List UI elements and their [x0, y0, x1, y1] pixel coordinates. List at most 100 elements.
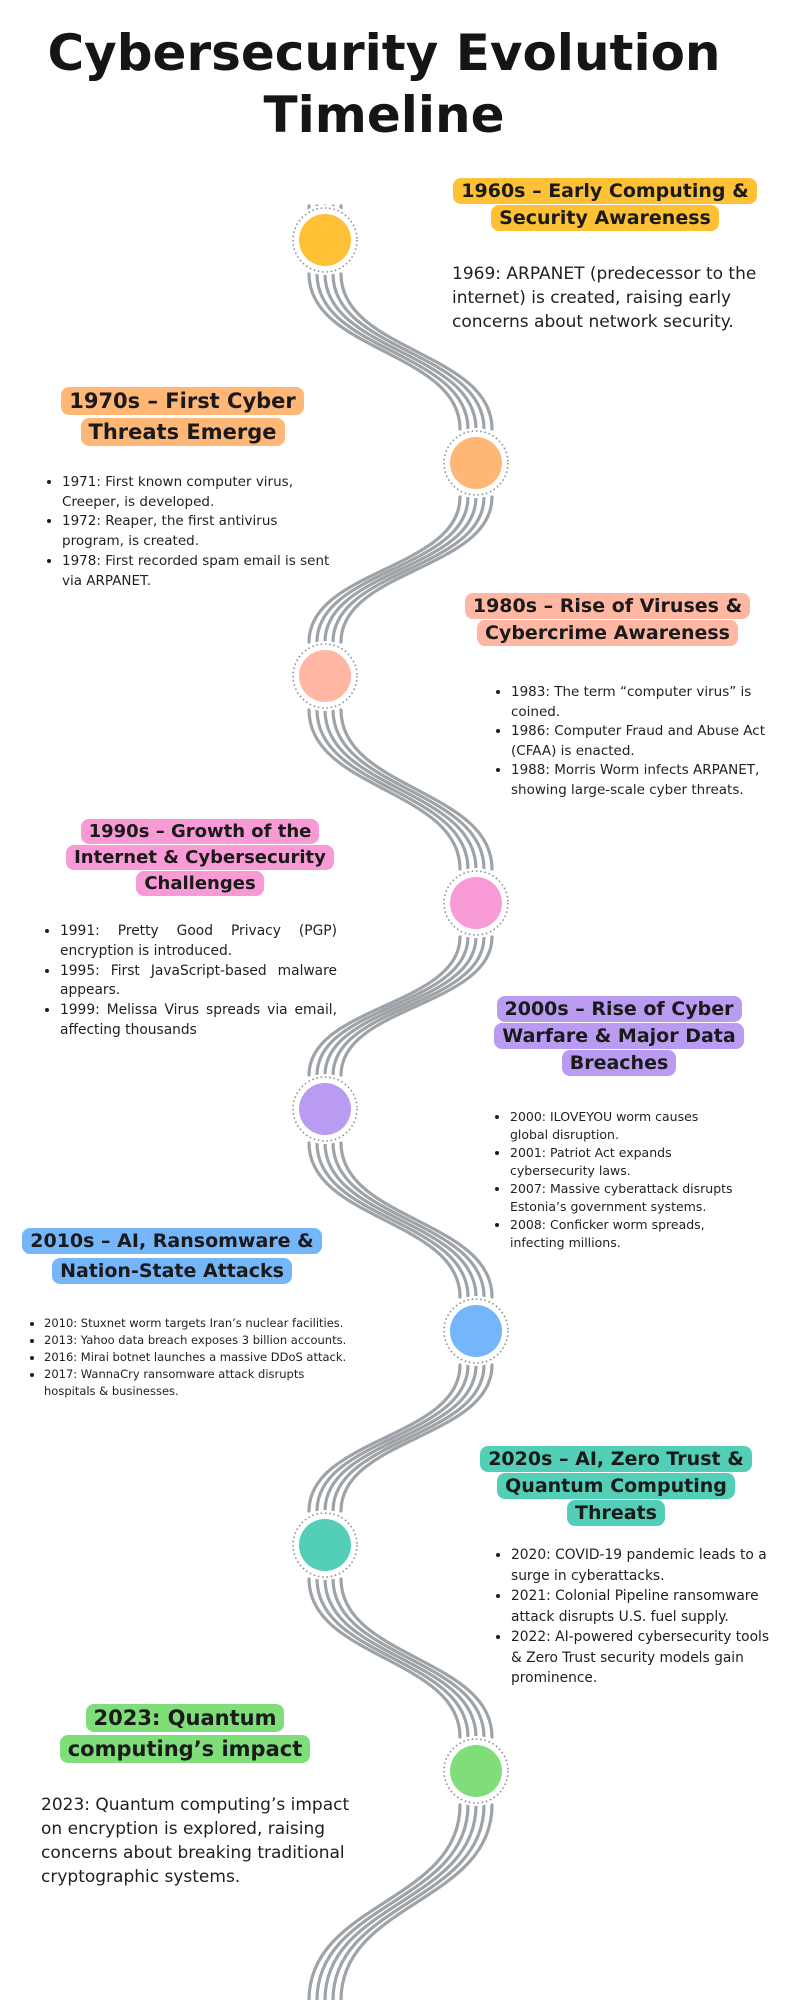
- wave-line: [339, 1363, 494, 1513]
- wave-line: [315, 1803, 470, 2000]
- event-item: 1999: Melissa Virus spreads via email, a…: [60, 1001, 337, 1041]
- event-item: 2016: Mirai botnet launches a massive DD…: [44, 1349, 354, 1366]
- timeline-node: [299, 650, 351, 702]
- events-1990s: 1991: Pretty Good Privacy (PGP) encrypti…: [40, 922, 337, 1041]
- paragraph-1960s: 1969: ARPANET (predecessor to the intern…: [452, 264, 757, 332]
- wave-line: [323, 272, 478, 431]
- event-item: 2021: Colonial Pipeline ransomware attac…: [511, 1586, 781, 1627]
- timeline-node-ring: [443, 430, 509, 496]
- wave-line: [331, 495, 486, 644]
- page-title-line-2: Timeline: [263, 86, 505, 144]
- event-item: 1983: The term “computer virus” is coine…: [511, 683, 781, 722]
- wave-line: [307, 272, 462, 431]
- heading-1970s-label: 1970s – First Cyber Threats Emerge: [61, 387, 304, 446]
- event-item: 1986: Computer Fraud and Abuse Act (CFAA…: [511, 722, 781, 761]
- event-item: 2010: Stuxnet worm targets Iran’s nuclea…: [44, 1315, 354, 1332]
- wave-line: [323, 1577, 478, 1739]
- event-item: 2007: Massive cyberattack disrupts Eston…: [510, 1180, 740, 1216]
- timeline-node: [450, 1745, 502, 1797]
- wave-line: [323, 1803, 478, 2000]
- wave-line: [331, 1577, 486, 1739]
- event-item: 2000: ILOVEYOU worm causes global disrup…: [510, 1108, 740, 1144]
- heading-2010s: 2010s – AI, Ransomware & Nation-State At…: [12, 1226, 332, 1286]
- event-item: 2013: Yahoo data breach exposes 3 billio…: [44, 1332, 354, 1349]
- wave-line: [339, 272, 494, 431]
- wave-line: [339, 708, 494, 871]
- heading-1990s: 1990s – Growth of the Internet & Cyberse…: [64, 819, 336, 897]
- wave-line: [323, 1363, 478, 1513]
- timeline-nodes: [290, 205, 511, 1806]
- wave-line: [307, 935, 462, 1077]
- event-item: 1972: Reaper, the first antivirus progra…: [62, 512, 342, 551]
- heading-2000s-label: 2000s – Rise of Cyber Warfare & Major Da…: [494, 996, 744, 1076]
- wave-line: [307, 1363, 462, 1513]
- wave-line: [339, 1803, 494, 2000]
- timeline-node-ring: [292, 643, 358, 709]
- heading-1980s-label: 1980s – Rise of Viruses & Cybercrime Awa…: [464, 593, 751, 646]
- wave-line: [323, 708, 478, 871]
- heading-2010s-label: 2010s – AI, Ransomware & Nation-State At…: [22, 1228, 322, 1284]
- heading-2023-label: 2023: Quantum computing’s impact: [59, 1704, 311, 1763]
- event-item: 2001: Patriot Act expands cybersecurity …: [510, 1144, 740, 1180]
- timeline-node-ring: [443, 1298, 509, 1364]
- wave-line: [307, 495, 462, 644]
- wave-line: [331, 1803, 486, 2000]
- wave-line: [323, 495, 478, 644]
- event-item: 1978: First recorded spam email is sent …: [62, 552, 342, 591]
- heading-2020s-label: 2020s – AI, Zero Trust & Quantum Computi…: [480, 1446, 752, 1526]
- events-2020s: 2020: COVID-19 pandemic leads to a surge…: [491, 1545, 781, 1689]
- event-item: 2022: AI-powered cybersecurity tools & Z…: [511, 1627, 781, 1689]
- event-item: 1988: Morris Worm infects ARPANET, showi…: [511, 761, 781, 800]
- wave-line: [315, 1577, 470, 1739]
- events-1980s: 1983: The term “computer virus” is coine…: [491, 683, 781, 800]
- event-item: 2020: COVID-19 pandemic leads to a surge…: [511, 1545, 781, 1586]
- wave-line: [339, 1577, 494, 1739]
- heading-2000s: 2000s – Rise of Cyber Warfare & Major Da…: [488, 996, 750, 1077]
- wave-line: [339, 935, 494, 1077]
- wave-line: [307, 1141, 462, 1299]
- wave-line: [339, 495, 494, 644]
- heading-1970s: 1970s – First Cyber Threats Emerge: [55, 386, 310, 448]
- wave-line: [307, 708, 462, 871]
- timeline-node: [450, 1305, 502, 1357]
- timeline-node-ring: [292, 1076, 358, 1142]
- wave-lines: [307, 204, 494, 2000]
- wave-line: [307, 1803, 462, 2000]
- wave-line: [315, 1363, 470, 1513]
- wave-line: [323, 935, 478, 1077]
- wave-line: [315, 495, 470, 644]
- wave-line: [307, 1577, 462, 1739]
- timeline-node-ring: [443, 1738, 509, 1804]
- wave-line: [315, 1141, 470, 1299]
- heading-1960s-label: 1960s – Early Computing & Security Aware…: [453, 178, 757, 231]
- timeline-node: [299, 1083, 351, 1135]
- wave-line: [315, 708, 470, 871]
- wave-line: [331, 1141, 486, 1299]
- events-2000s: 2000: ILOVEYOU worm causes global disrup…: [490, 1108, 740, 1252]
- wave-line: [339, 1141, 494, 1299]
- heading-2023: 2023: Quantum computing’s impact: [40, 1703, 330, 1765]
- timeline-node-ring: [443, 870, 509, 936]
- page-title: Cybersecurity Evolution Timeline: [0, 22, 768, 146]
- paragraph-2023: 2023: Quantum computing’s impact on encr…: [41, 1795, 350, 1887]
- heading-1960s: 1960s – Early Computing & Security Aware…: [440, 178, 770, 232]
- event-item: 1995: First JavaScript-based malware app…: [60, 962, 337, 1002]
- wave-line: [331, 272, 486, 431]
- events-2010s: 2010: Stuxnet worm targets Iran’s nuclea…: [24, 1315, 354, 1400]
- wave-line: [323, 1141, 478, 1299]
- page-title-line-1: Cybersecurity Evolution: [47, 24, 721, 82]
- timeline-node: [450, 437, 502, 489]
- events-1970s: 1971: First known computer virus, Creepe…: [42, 473, 342, 591]
- timeline-node: [299, 1519, 351, 1571]
- heading-1990s-label: 1990s – Growth of the Internet & Cyberse…: [66, 819, 334, 896]
- heading-1980s: 1980s – Rise of Viruses & Cybercrime Awa…: [455, 593, 760, 647]
- timeline-node: [450, 877, 502, 929]
- wave-line: [331, 708, 486, 871]
- event-item: 1991: Pretty Good Privacy (PGP) encrypti…: [60, 922, 337, 962]
- wave-line: [331, 1363, 486, 1513]
- wave-line: [315, 272, 470, 431]
- event-item: 2008: Conficker worm spreads, infecting …: [510, 1216, 740, 1252]
- wave-line: [315, 935, 470, 1077]
- event-item: 1971: First known computer virus, Creepe…: [62, 473, 342, 512]
